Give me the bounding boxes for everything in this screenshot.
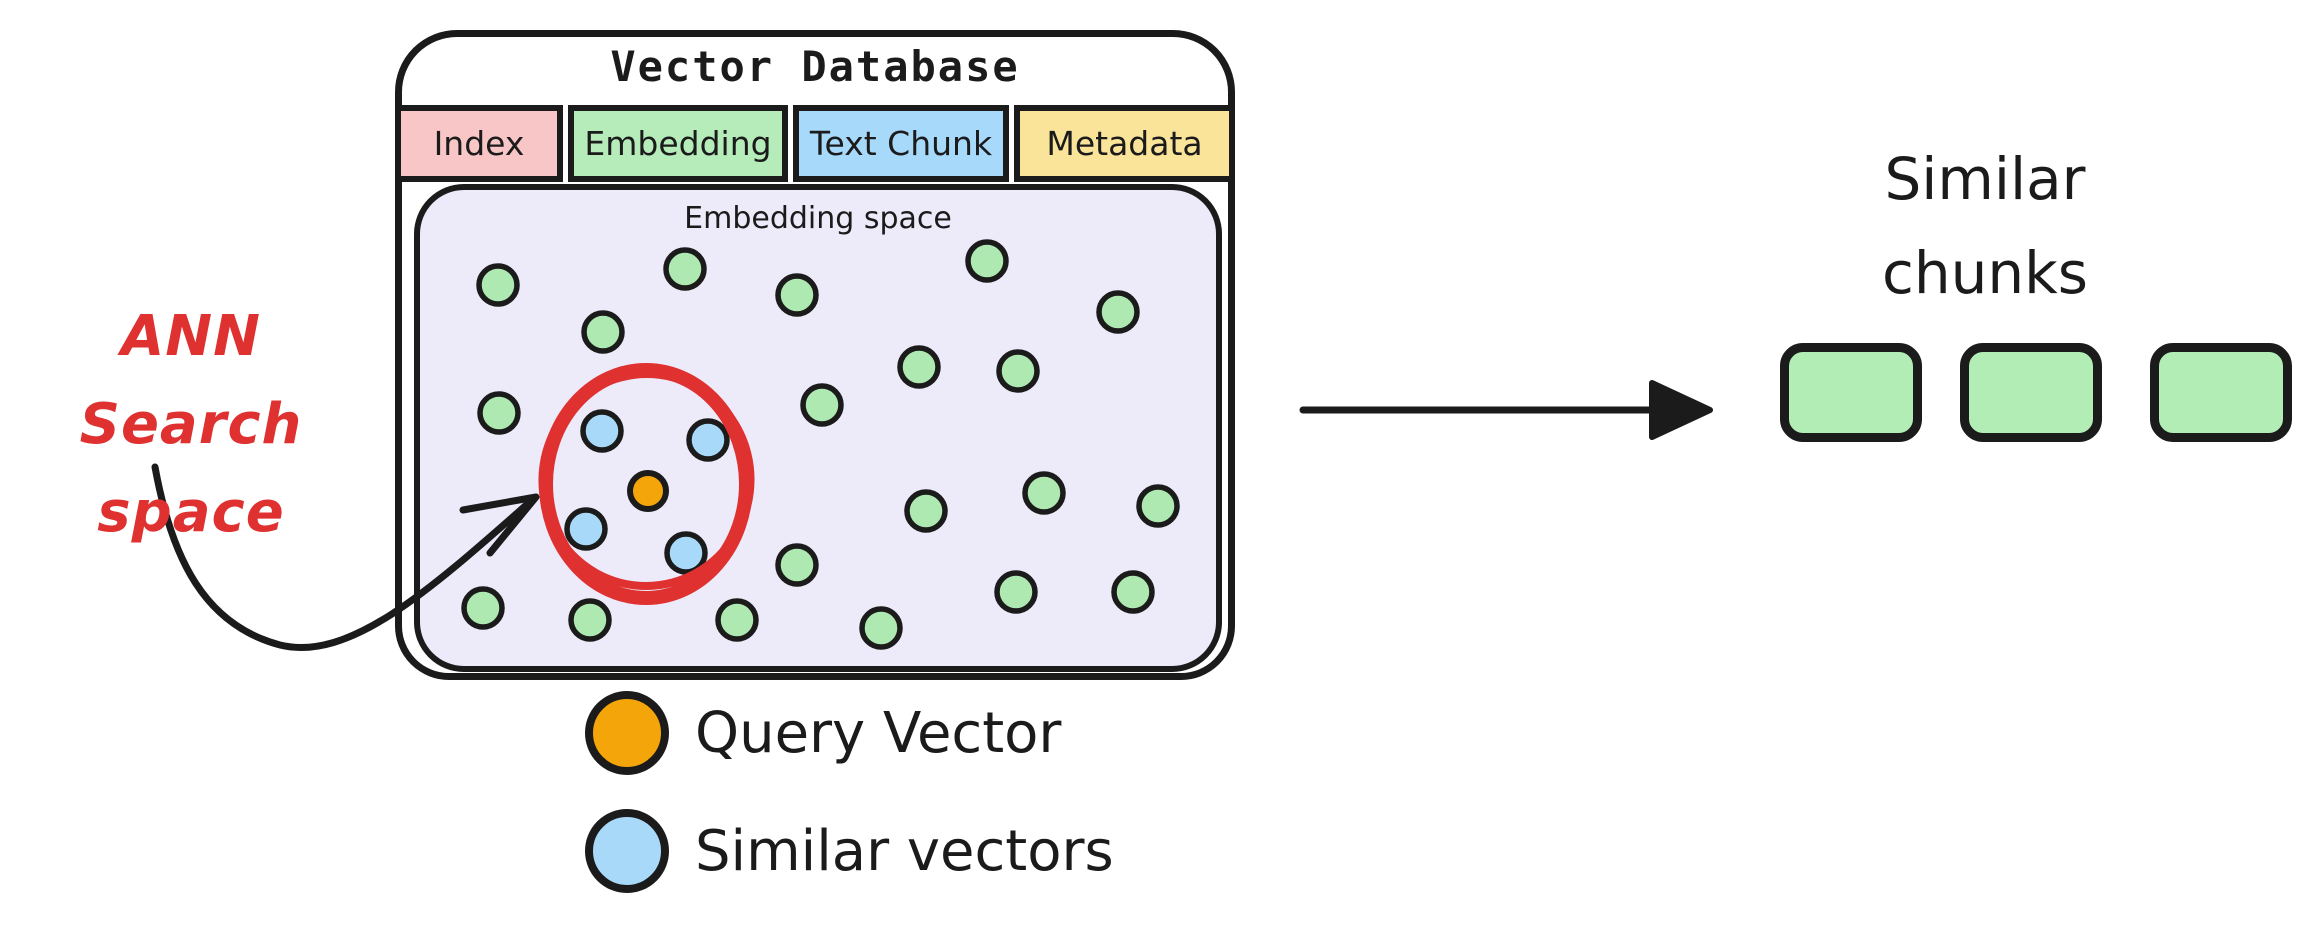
query-vector-legend-label: Query Vector [695, 700, 1062, 766]
database-columns-row: Index Embedding Text Chunk Metadata [395, 105, 1235, 182]
query-vector-legend-dot [585, 691, 669, 775]
similar-chunks-title: Similar chunks [1882, 132, 2088, 320]
similar-chunk-1 [1780, 343, 1922, 442]
column-cell-metadata: Metadata [1014, 105, 1235, 182]
column-label: Embedding [584, 124, 772, 163]
similar-vectors-legend-dot [585, 809, 669, 893]
similar-chunk-3 [2150, 343, 2292, 442]
similar-chunks-title-line2: chunks [1882, 239, 2088, 307]
column-cell-embedding: Embedding [568, 105, 788, 182]
similar-vectors-legend-label: Similar vectors [695, 818, 1114, 884]
column-label: Text Chunk [809, 124, 993, 163]
ann-search-line1: ANN Search [79, 304, 303, 457]
legend-query-vector: Query Vector [585, 690, 1061, 776]
column-cell-index: Index [395, 105, 563, 182]
similar-chunk-2 [1960, 343, 2102, 442]
similar-chunks-title-line1: Similar [1884, 145, 2086, 213]
column-label: Index [433, 124, 525, 163]
column-label: Metadata [1046, 124, 1203, 163]
ann-search-label: ANN Search space [26, 293, 356, 557]
legend-similar-vectors: Similar vectors [585, 808, 1114, 894]
embedding-space-box [414, 184, 1222, 672]
vector-database-title: Vector Database [610, 42, 1020, 91]
embedding-space-label: Embedding space [684, 201, 952, 236]
column-cell-text-chunk: Text Chunk [793, 105, 1009, 182]
flow-arrowhead [1649, 380, 1713, 440]
ann-search-line2: space [97, 480, 285, 545]
